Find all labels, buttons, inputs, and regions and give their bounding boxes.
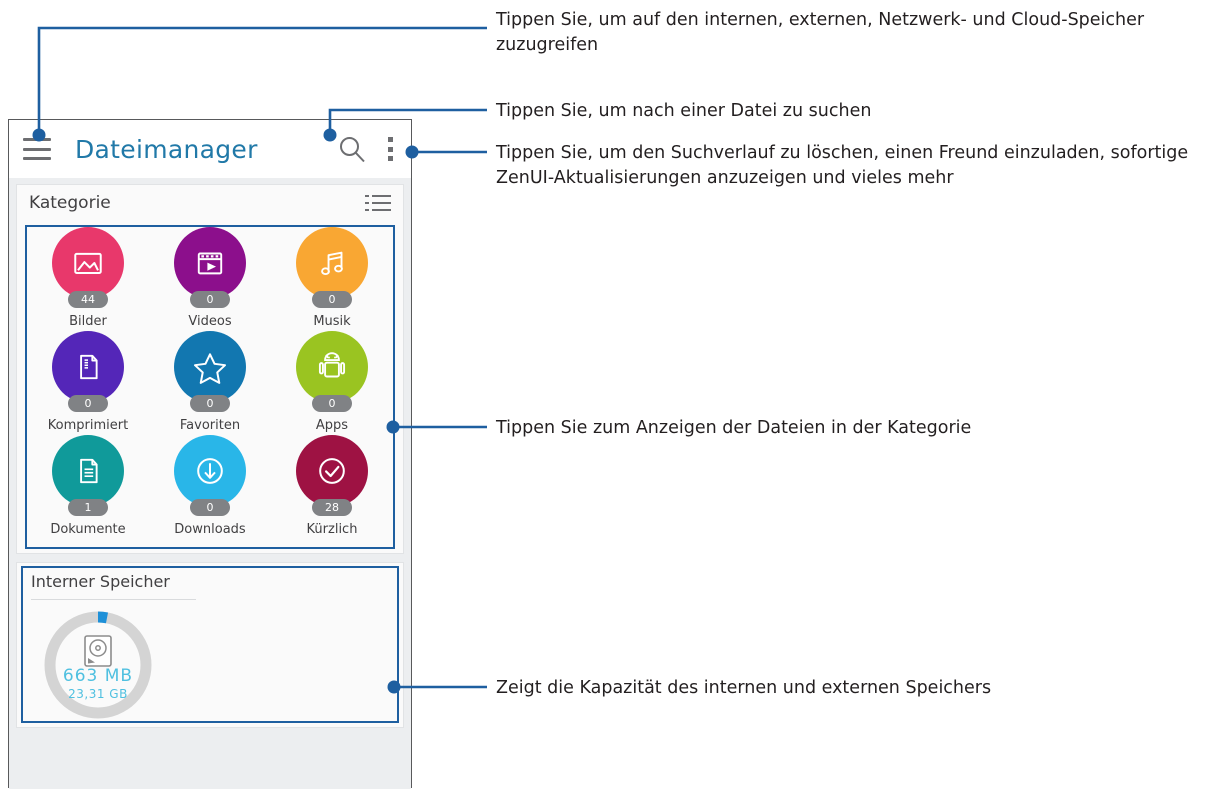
category-tile-videos[interactable]: 0 Videos xyxy=(149,227,271,329)
category-label: Musik xyxy=(313,314,351,329)
category-label: Dokumente xyxy=(50,522,126,537)
category-bubble: 1 xyxy=(52,435,124,516)
category-count: 44 xyxy=(68,291,108,308)
category-grid: 44 Bilder xyxy=(17,221,403,545)
category-tile-musik[interactable]: 0 Musik xyxy=(271,227,393,329)
category-tile-kuerzlich[interactable]: 28 Kürzlich xyxy=(271,435,393,537)
callout-category: Tippen Sie zum Anzeigen der Dateien in d… xyxy=(496,418,972,438)
download-arrow-icon xyxy=(197,458,223,484)
storage-total-value: 23,31 GB xyxy=(68,687,128,701)
app-bar: Dateimanager xyxy=(9,120,411,178)
category-count: 0 xyxy=(68,395,108,412)
overflow-menu-icon[interactable] xyxy=(387,137,393,161)
category-count: 1 xyxy=(68,499,108,516)
callout-overflow: Tippen Sie, um den Suchverlauf zu lösche… xyxy=(496,143,1189,189)
category-bubble: 0 xyxy=(174,331,246,412)
category-label: Videos xyxy=(188,314,232,329)
category-bubble: 44 xyxy=(52,227,124,308)
category-count: 0 xyxy=(190,499,230,516)
category-tile-dokumente[interactable]: 1 Dokumente xyxy=(27,435,149,537)
search-icon[interactable] xyxy=(337,134,367,164)
category-bubble: 0 xyxy=(174,227,246,308)
category-label: Komprimiert xyxy=(47,418,129,433)
category-count: 0 xyxy=(312,291,352,308)
hamburger-menu-icon[interactable] xyxy=(23,138,51,160)
category-label: Favoriten xyxy=(179,418,241,433)
category-count: 0 xyxy=(190,395,230,412)
category-tile-komprimiert[interactable]: 0 Komprimiert xyxy=(27,331,149,433)
page-title: Dateimanager xyxy=(75,134,258,164)
music-note-icon xyxy=(321,251,343,276)
phone-mockup: Dateimanager Kategorie xyxy=(8,119,412,789)
category-tile-apps[interactable]: 0 Apps xyxy=(271,331,393,433)
storage-card: Interner Speicher 663 MB 23,31 GB xyxy=(16,562,404,728)
category-bubble: 28 xyxy=(296,435,368,516)
category-label: Apps xyxy=(315,418,349,433)
category-bubble: 0 xyxy=(296,331,368,412)
category-bubble: 0 xyxy=(296,227,368,308)
zip-file-icon xyxy=(80,354,98,380)
category-count: 0 xyxy=(190,291,230,308)
screen-body: Kategorie 44 Bilder xyxy=(9,178,411,789)
category-count: 0 xyxy=(312,395,352,412)
category-label: Kürzlich xyxy=(306,522,358,537)
storage-divider xyxy=(31,599,196,600)
category-tile-favoriten[interactable]: 0 Favoriten xyxy=(149,331,271,433)
storage-used-value: 663 MB xyxy=(62,666,134,686)
image-icon xyxy=(74,252,102,274)
star-icon xyxy=(194,353,226,384)
category-bubble: 0 xyxy=(52,331,124,412)
callout-storage-access: Tippen Sie, um auf den internen, externe… xyxy=(496,10,1145,56)
category-tile-downloads[interactable]: 0 Downloads xyxy=(149,435,271,537)
category-label: Downloads xyxy=(174,522,246,537)
list-view-icon[interactable] xyxy=(365,194,391,212)
category-label: Bilder xyxy=(69,314,107,329)
hard-drive-icon xyxy=(84,635,112,667)
category-bubble: 0 xyxy=(174,435,246,516)
video-icon xyxy=(197,252,223,275)
categories-card: Kategorie 44 Bilder xyxy=(16,184,404,554)
storage-donut-chart[interactable]: 663 MB 23,31 GB xyxy=(39,606,157,724)
document-icon xyxy=(80,458,98,484)
check-circle-icon xyxy=(319,458,345,484)
android-robot-icon xyxy=(318,352,346,378)
categories-header: Kategorie xyxy=(17,185,403,221)
category-tile-bilder[interactable]: 44 Bilder xyxy=(27,227,149,329)
storage-header-label: Interner Speicher xyxy=(31,572,170,591)
category-count: 28 xyxy=(312,499,352,516)
callout-search: Tippen Sie, um nach einer Datei zu suche… xyxy=(496,101,872,121)
categories-header-label: Kategorie xyxy=(29,193,111,213)
storage-values: 663 MB 23,31 GB xyxy=(39,666,157,701)
callout-capacity: Zeigt die Kapazität des internen und ext… xyxy=(496,678,992,698)
